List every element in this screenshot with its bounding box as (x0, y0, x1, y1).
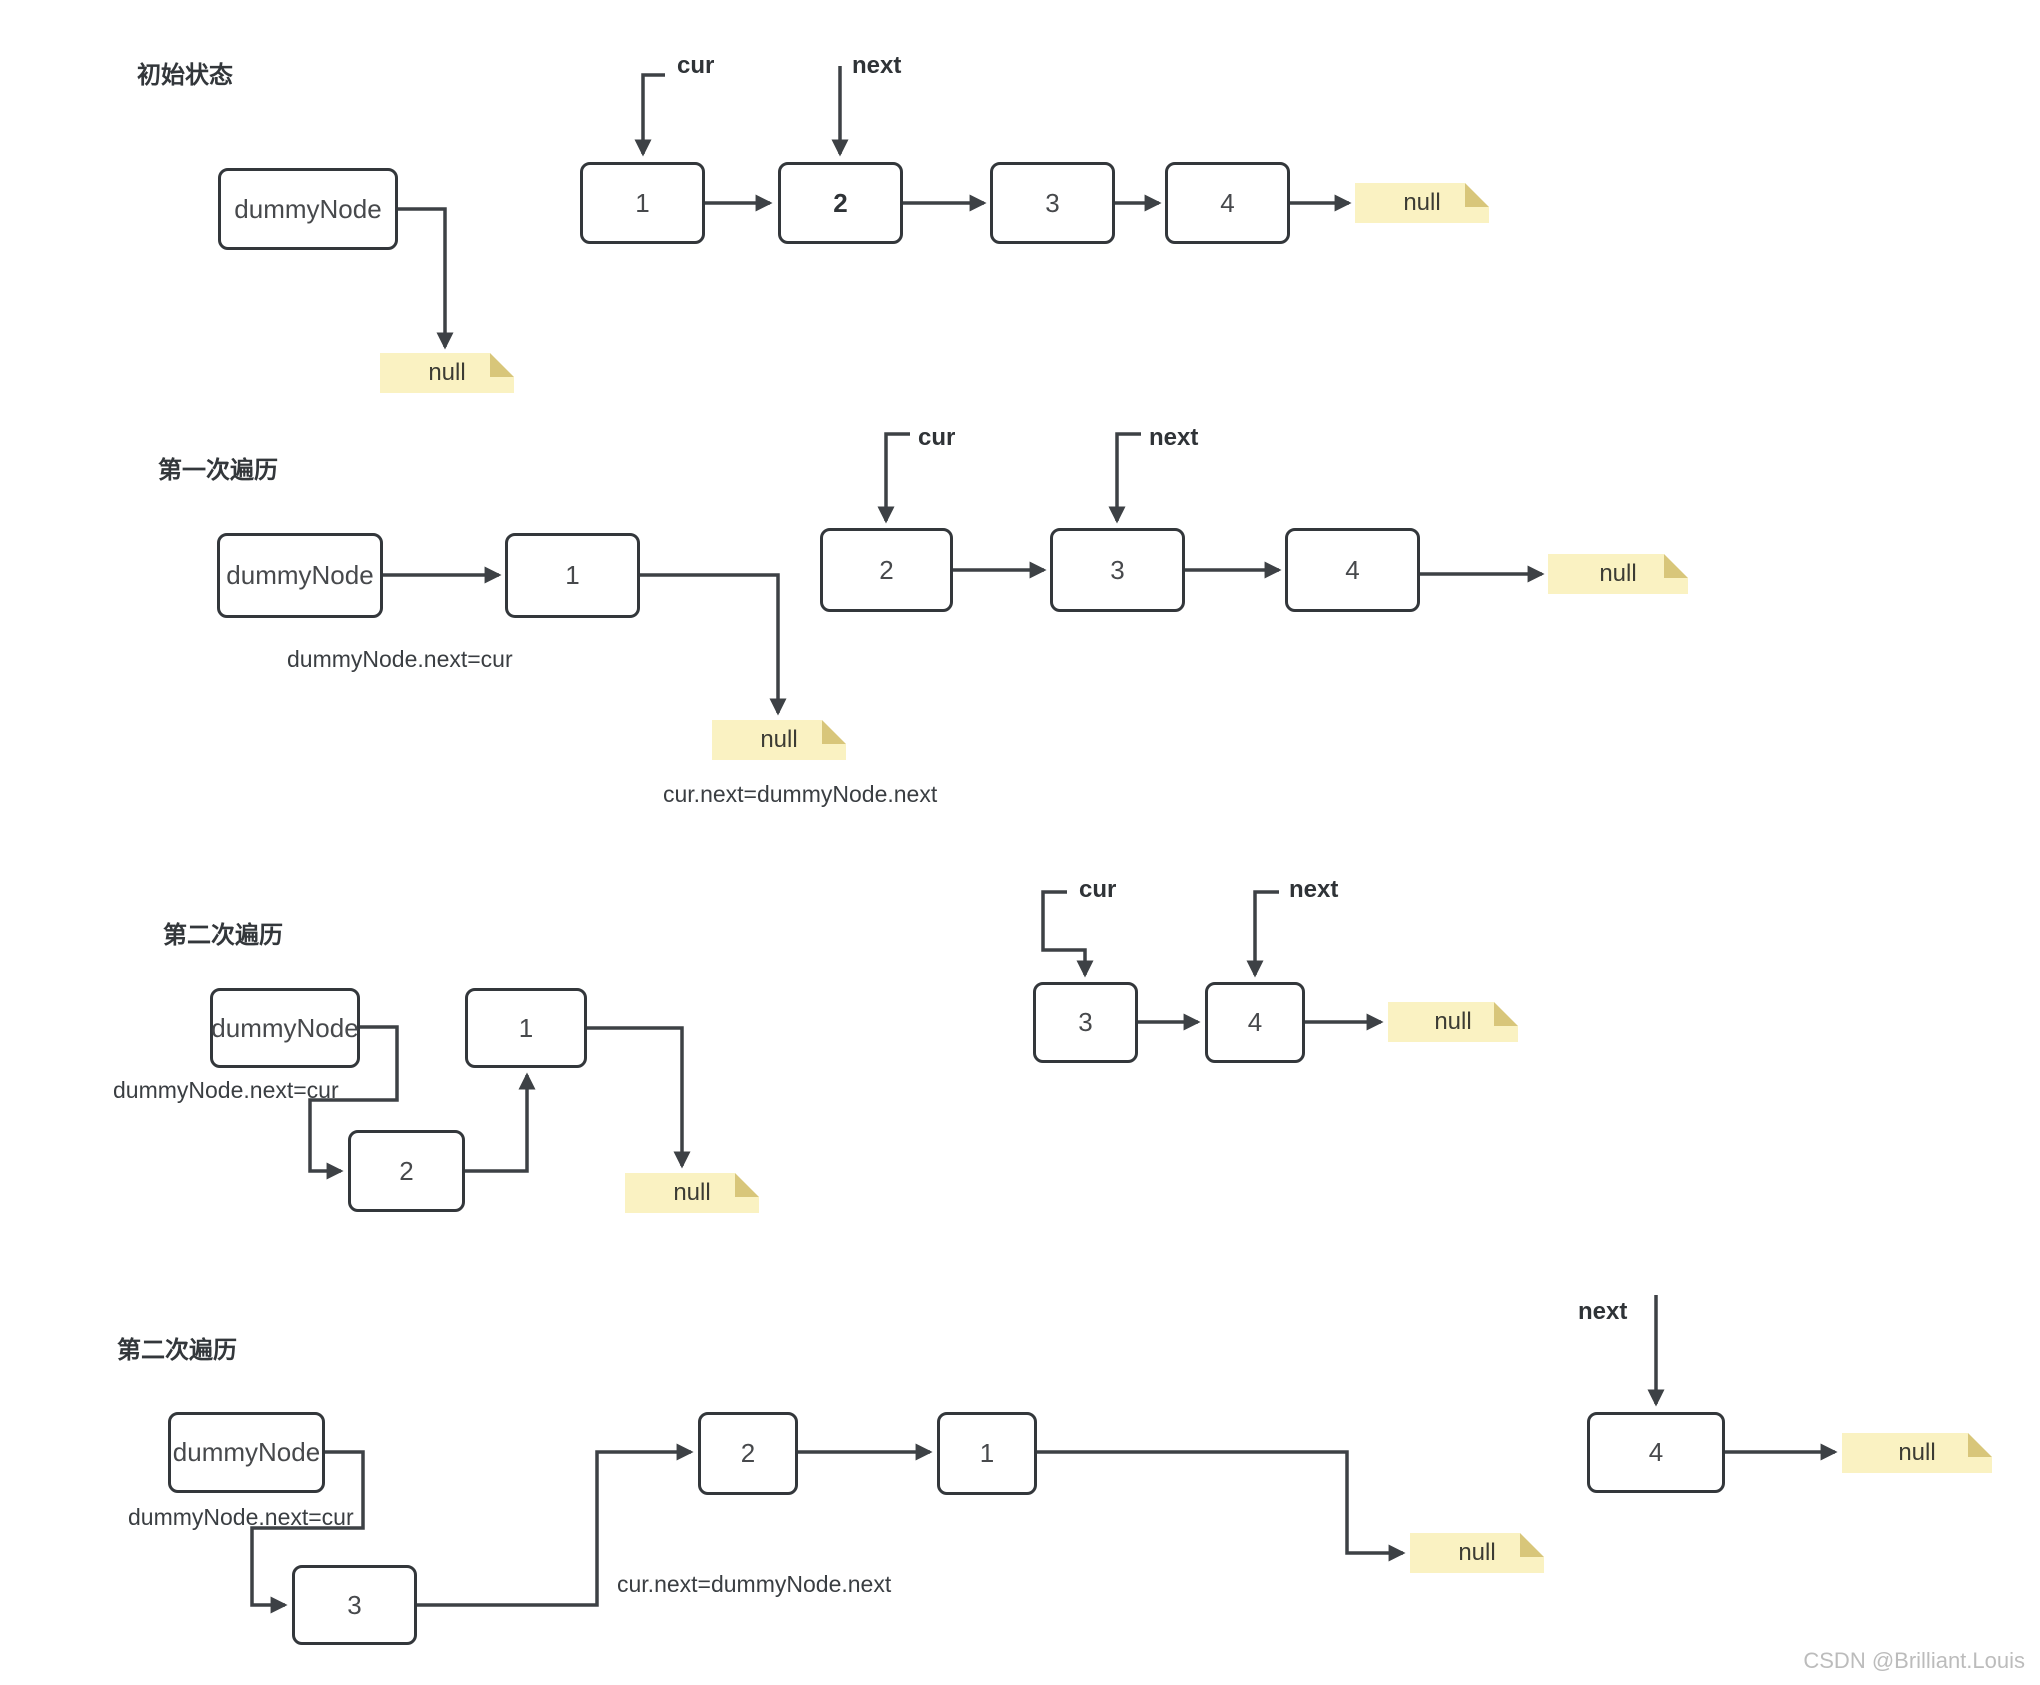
s2-node-3: 3 (1050, 528, 1185, 612)
null-label: null (673, 1179, 711, 1206)
s2-dummy-node-box: dummyNode (217, 533, 383, 618)
s4-node-4-value: 4 (1648, 1437, 1664, 1467)
s1-node-2: 2 (778, 162, 903, 244)
arrow-s1-dummy-to-null (398, 207, 454, 350)
s3-code-dummy-next: dummyNode.next=cur (113, 1077, 339, 1103)
null-label: null (1599, 560, 1637, 587)
s1-node-4: 4 (1165, 162, 1290, 244)
s3-dummy-node-label: dummyNode (211, 1012, 359, 1043)
s3-node-3-value: 3 (1078, 1007, 1093, 1037)
s2-null-note-cur: null (712, 720, 846, 760)
s1-node-2-value: 2 (833, 187, 848, 218)
section-4-title: 第二次遍历 (117, 1337, 237, 1364)
s4-dummy-node-label: dummyNode (172, 1437, 321, 1467)
arrow-s2-n1-null (640, 573, 787, 716)
s4-node-2: 2 (698, 1412, 798, 1495)
s1-dummy-node-label: dummyNode (234, 193, 382, 224)
watermark: CSDN @Brilliant.Louis (1803, 1648, 2025, 1673)
s3-null-note-list-end: null (1388, 1002, 1518, 1042)
arrow-s3-n2-n1 (465, 1072, 536, 1173)
s1-node-3-value: 3 (1045, 187, 1060, 218)
s2-node-4-value: 4 (1345, 554, 1360, 585)
section-1-title: 初始状态 (137, 62, 233, 89)
section-3-title: 第二次遍历 (163, 922, 283, 949)
s4-node-2-value: 2 (740, 1438, 756, 1468)
s3-node-4: 4 (1205, 982, 1305, 1063)
s1-null-note-dummy: null (380, 353, 514, 393)
s2-node-2-value: 2 (879, 554, 894, 585)
s4-node-3: 3 (292, 1565, 417, 1645)
s3-node-1: 1 (465, 988, 587, 1068)
s2-dummy-node-label: dummyNode (226, 560, 374, 590)
arrow-s2-next-pointer (1108, 432, 1141, 524)
s3-node-2-value: 2 (399, 1155, 414, 1186)
null-label: null (1898, 1439, 1936, 1466)
s2-next-pointer-label: next (1149, 424, 1199, 451)
s2-null-note-list-end: null (1548, 554, 1688, 594)
s4-next-pointer-label: next (1578, 1298, 1628, 1325)
s3-dummy-node-box: dummyNode (210, 988, 360, 1068)
s1-node-4-value: 4 (1220, 187, 1235, 218)
arrow-s1-cur-pointer (634, 73, 665, 157)
s3-node-1-value: 1 (518, 1012, 534, 1043)
s1-node-3: 3 (990, 162, 1115, 244)
null-label: null (428, 359, 466, 386)
s3-cur-pointer-label: cur (1079, 876, 1117, 903)
null-label: null (1434, 1008, 1472, 1035)
s4-node-4: 4 (1587, 1412, 1725, 1493)
s1-node-1-value: 1 (635, 187, 650, 218)
s1-null-note-list-end: null (1355, 183, 1489, 223)
arrow-s4-n1-null (1037, 1450, 1406, 1562)
s3-null-note-cur: null (625, 1173, 759, 1213)
s1-dummy-node-box: dummyNode (218, 168, 398, 250)
arrow-s3-next-pointer (1246, 890, 1279, 978)
s2-node-4: 4 (1285, 528, 1420, 612)
s2-node-3-value: 3 (1110, 554, 1125, 585)
s2-code-dummy-next: dummyNode.next=cur (287, 646, 513, 672)
s4-null-note-list-end: null (1842, 1433, 1992, 1473)
s2-code-cur-next: cur.next=dummyNode.next (663, 781, 938, 807)
section-2-title: 第一次遍历 (158, 457, 278, 484)
s4-node-1-value: 1 (979, 1438, 995, 1468)
s2-node-1: 1 (505, 533, 640, 618)
arrow-s3-cur-pointer (1041, 890, 1094, 978)
s2-cur-pointer-label: cur (918, 424, 956, 451)
s1-node-1: 1 (580, 162, 705, 244)
null-label: null (1403, 189, 1441, 216)
null-label: null (1458, 1539, 1496, 1566)
s2-node-2: 2 (820, 528, 953, 612)
s4-node-3-value: 3 (347, 1589, 362, 1620)
arrow-s2-cur-pointer (877, 432, 910, 524)
arrow-s4-dummy-n3 (250, 1450, 365, 1614)
s4-dummy-node-box: dummyNode (168, 1412, 325, 1493)
s1-cur-pointer-label: cur (677, 52, 715, 79)
null-label: null (760, 726, 798, 753)
arrow-s3-dummy-n2 (308, 1025, 399, 1180)
s3-node-4-value: 4 (1247, 1007, 1263, 1037)
s3-node-2: 2 (348, 1130, 465, 1212)
s3-next-pointer-label: next (1289, 876, 1339, 903)
s3-node-3: 3 (1033, 982, 1138, 1063)
s4-node-1: 1 (937, 1412, 1037, 1495)
arrow-s3-n1-null (587, 1026, 691, 1169)
s4-code-dummy-next: dummyNode.next=cur (128, 1504, 354, 1530)
arrow-s4-n3-n2 (417, 1443, 694, 1607)
s4-code-cur-next: cur.next=dummyNode.next (617, 1571, 892, 1597)
s2-node-1-value: 1 (565, 560, 580, 590)
s1-next-pointer-label: next (852, 52, 902, 79)
s4-null-note-cur: null (1410, 1533, 1544, 1573)
